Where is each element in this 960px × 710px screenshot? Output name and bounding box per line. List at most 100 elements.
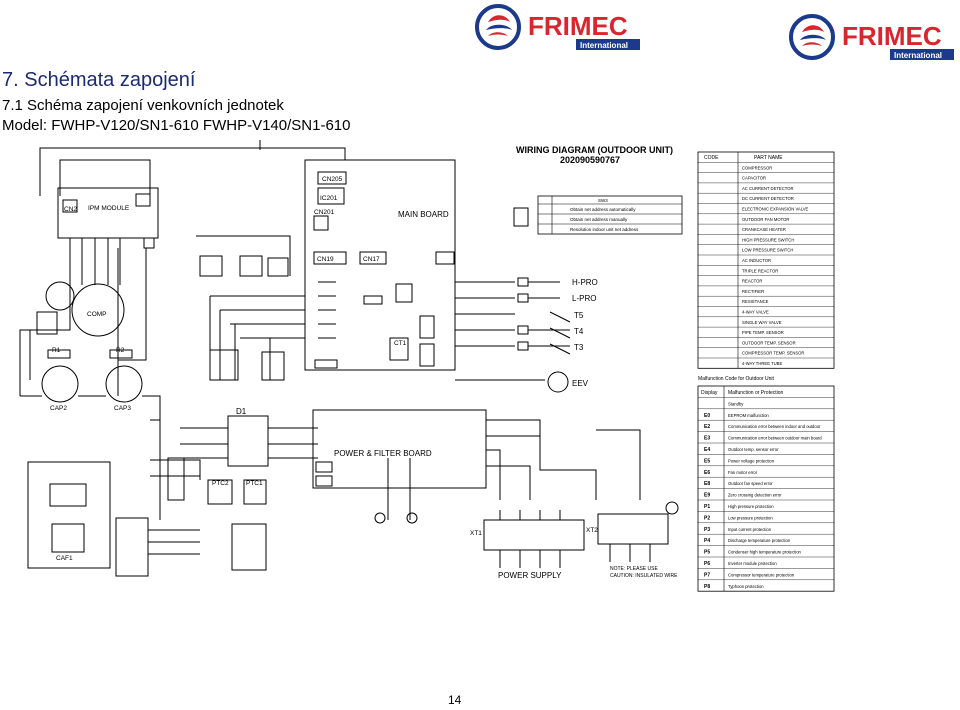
component-r2: R2 [116,347,125,354]
legend-header-code: CODE [704,155,719,161]
logo-brand: FRIMEC [842,21,942,51]
legend-row: COMPRESSOR TEMP. SENSOR [742,351,804,356]
malfunction-code: P1 [704,504,710,510]
malfunction-text: Compressor temperature protection [728,572,795,577]
model-line: Model: FWHP-V120/SN1-610 FWHP-V140/SN1-6… [2,117,351,134]
malfunction-code: E9 [704,493,710,499]
malfunction-code: E3 [704,436,710,442]
component-comp: COMP [87,311,107,318]
connector-cn2: CN2 [64,206,77,213]
diagram-labels: WIRING DIAGRAM (OUTDOOR UNIT) 2020905907… [50,145,678,580]
component-r1: R1 [52,347,61,354]
malfunction-text: EEPROM malfunction [728,413,769,418]
malfunction-text: Condenser high temperature protection [728,550,802,555]
connector-cn17: CN17 [363,256,380,263]
diagram-number: 202090590767 [560,155,620,165]
component-ct1: CT1 [394,340,407,347]
note-line-1: NOTE: PLEASE USE [610,566,658,572]
section-title: 7. Schémata zapojení [2,69,196,91]
malfunction-text: Outdoor fan speed error [728,481,773,486]
malfunction-code: P8 [704,584,710,590]
malfunction-text: Inverter module protection [728,561,777,566]
legend-row: SINGLE WAY VALVE [742,320,782,325]
component-ptc2: PTC2 [212,480,229,487]
sensor-t3: T3 [574,343,584,352]
component-xt2: XT2 [586,527,598,534]
malfunction-title: Malfunction Code for Outdoor Unit [698,376,774,382]
logo-subtitle: International [580,41,628,50]
legend-row: REACTOR [742,279,762,284]
malfunction-code: E0 [704,413,710,419]
legend-row: TRIPLE REACTOR [742,268,778,273]
switch-table-title: SW3 [598,198,608,203]
malfunction-code: E4 [704,447,710,453]
component-cap2: CAP2 [50,405,67,412]
legend-row: PIPE TEMP. SENSOR [742,330,784,335]
malfunction-text: Standby [728,401,744,406]
legend-row: LOW PRESSURE SWITCH [742,248,793,253]
legend-row: CAPACITOR [742,176,766,181]
malfunction-code: P3 [704,527,710,533]
power-filter-board-label: POWER & FILTER BOARD [334,449,432,458]
malfunction-text: Power voltage protection [728,458,775,463]
malfunction-text: Communication error between outdoor main… [728,436,822,441]
component-d1: D1 [236,407,247,416]
component-eev: EEV [572,379,589,388]
logo-brand: FRIMEC [528,11,628,41]
frimec-logo: FRIMEC International [475,4,640,50]
malfunction-code: P7 [704,572,710,578]
connector-cn19: CN19 [317,256,334,263]
diagram-title: WIRING DIAGRAM (OUTDOOR UNIT) [516,145,673,155]
component-ic201: IC201 [320,195,338,202]
page-number: 14 [448,693,462,707]
malfunction-table: Malfunction Code for Outdoor UnitDisplay… [697,376,835,592]
legend-row: ELECTRONIC EXPANSION VALVE [742,207,809,212]
malfunction-text: High pressure protection [728,504,774,509]
component-xt1: XT1 [470,530,482,537]
legend-row: RESISTANCE [742,299,769,304]
malfunction-code: E2 [704,424,710,430]
legend-header-name: PART NAME [754,155,783,161]
switch-table: SW3 Obtain net address automatically Obt… [513,195,683,235]
switch-row: Resolution indoor unit net address [570,227,639,232]
legend-row: DC CURRENT DETECTOR [742,196,794,201]
malfunction-text: Low pressure protection [728,515,773,520]
sensor-l-pro: L-PRO [572,294,596,303]
legend-row: AC CURRENT DETECTOR [742,186,794,191]
sensor-h-pro: H-PRO [572,278,598,287]
legend-row: AC INDUCTOR [742,258,771,263]
connector-cn205: CN205 [322,176,343,183]
malfunction-header-text: Malfunction or Protection [728,390,784,396]
switch-row: Obtain net address automatically [570,207,636,212]
malfunction-text: Discharge temperature protection [728,538,791,543]
legend-row: RECTIFIER [742,289,764,294]
legend-row: HIGH PRESSURE SWITCH [742,237,794,242]
malfunction-code: E8 [704,481,710,487]
subsection-title: 7.1 Schéma zapojení venkovních jednotek [2,97,284,114]
sensor-t5: T5 [574,311,584,320]
ipm-module-label: IPM MODULE [88,205,130,212]
logo-subtitle: International [894,51,942,60]
power-supply-label: POWER SUPPLY [498,571,562,580]
malfunction-text: Zero crossing detection error [728,493,782,498]
malfunction-code: P4 [704,538,710,544]
malfunction-text: Typhoon protection [728,584,764,589]
legend-row: 4-WAY THREE TUBE [742,361,782,366]
main-board-label: MAIN BOARD [398,210,449,219]
malfunction-text: Outdoor temp. sensor error [728,447,779,452]
malfunction-header-code: Display [701,390,718,396]
malfunction-code: E6 [704,470,710,476]
legend-row: COMPRESSOR [742,165,772,170]
legend-row: CRANKCASE HEATER [742,227,786,232]
component-caf1: CAF1 [56,555,73,562]
legend-table: CODE PART NAME COMPRESSOR CAPACITOR AC CURRE… [697,151,835,369]
malfunction-text: Communication error between indoor and o… [728,424,821,429]
malfunction-code: P6 [704,561,710,567]
malfunction-text: Fan motor error [728,470,758,475]
legend-row: OUTDOOR FAN MOTOR [742,217,789,222]
note-line-2: CAUTION: INSULATED WIRE [610,573,678,579]
component-cap3: CAP3 [114,405,131,412]
connector-cn201: CN201 [314,209,335,216]
legend-row: 4-WAY VALVE [742,310,769,315]
